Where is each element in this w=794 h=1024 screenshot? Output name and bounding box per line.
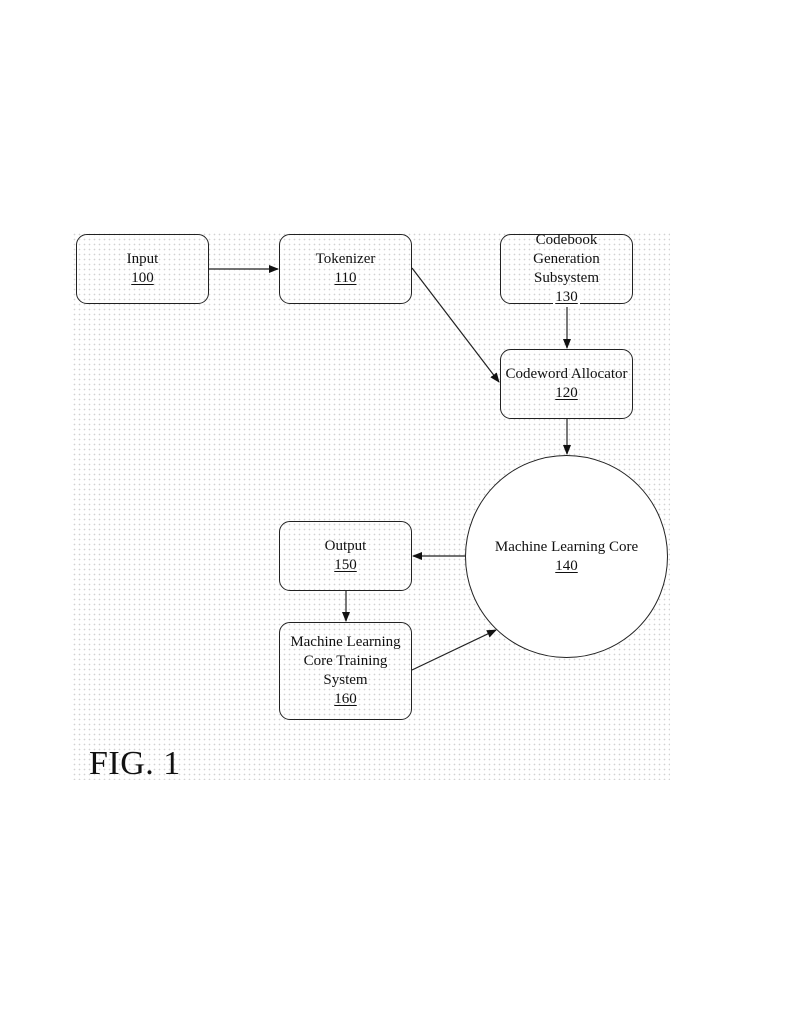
node-output-ref: 150 bbox=[334, 557, 357, 573]
node-input-label: Input bbox=[126, 251, 159, 267]
node-input-ref: 100 bbox=[131, 270, 154, 286]
node-training-ref: 160 bbox=[334, 691, 357, 707]
node-codebook-ref: 130 bbox=[553, 288, 580, 307]
node-tokenizer-ref: 110 bbox=[334, 270, 357, 286]
node-codebook-label-line-1: Codebook bbox=[535, 232, 598, 248]
edge-training-to-ml-core bbox=[411, 629, 497, 671]
node-ml-core-ref: 140 bbox=[555, 557, 578, 574]
edge-tokenizer-to-allocator bbox=[411, 267, 500, 383]
node-training-label-line-3: System bbox=[323, 672, 368, 688]
node-allocator-label: Codeword Allocator bbox=[505, 366, 628, 382]
node-codeword-allocator: Codeword Allocator 120 bbox=[500, 349, 633, 419]
node-tokenizer-label: Tokenizer bbox=[315, 251, 376, 267]
node-output-label: Output bbox=[324, 538, 367, 554]
node-codebook-label-line-2: Generation bbox=[533, 251, 600, 267]
node-output: Output 150 bbox=[279, 521, 412, 591]
node-codebook-generation-subsystem: Codebook Generation Subsystem 130 bbox=[500, 232, 633, 307]
node-training-label-line-2: Core Training bbox=[303, 653, 388, 669]
figure-label: FIG. 1 bbox=[89, 745, 181, 782]
node-ml-core-training-system: Machine Learning Core Training System 16… bbox=[279, 622, 412, 720]
node-tokenizer: Tokenizer 110 bbox=[279, 234, 412, 304]
node-training-label-line-1: Machine Learning bbox=[290, 634, 401, 650]
node-input: Input 100 bbox=[76, 234, 209, 304]
node-machine-learning-core: Machine Learning Core 140 bbox=[465, 455, 668, 658]
node-codebook-label-line-3: Subsystem bbox=[533, 270, 599, 286]
node-ml-core-label: Machine Learning Core bbox=[494, 538, 639, 555]
node-allocator-ref: 120 bbox=[555, 385, 578, 401]
